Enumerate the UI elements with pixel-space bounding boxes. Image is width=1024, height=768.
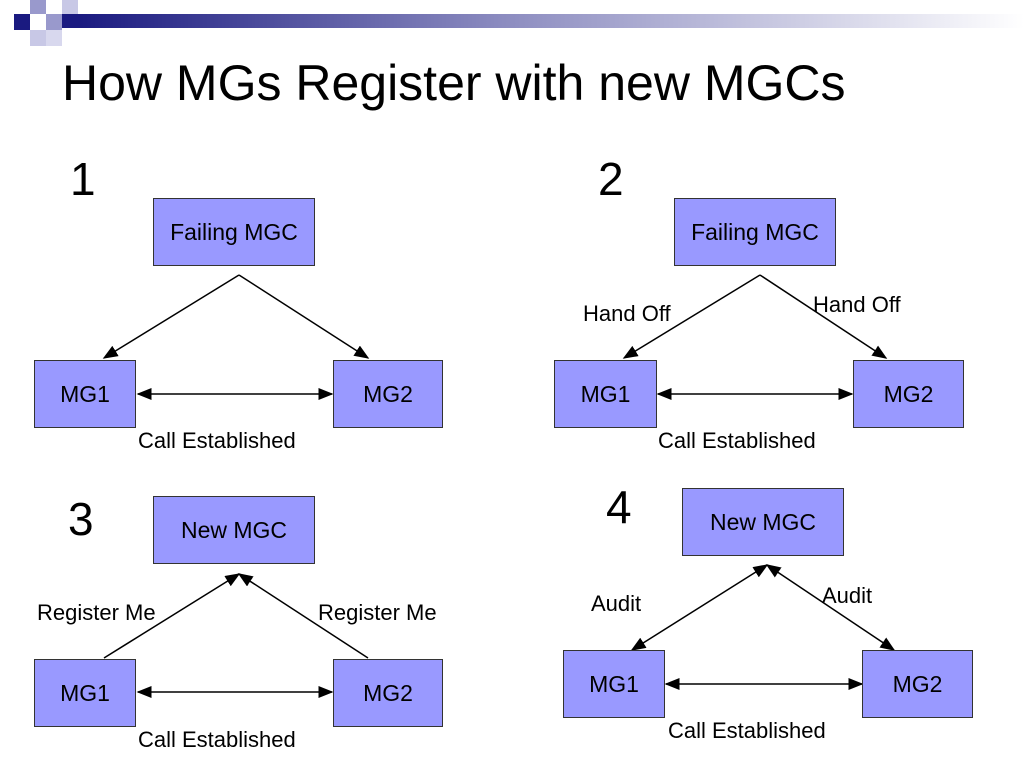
panel-3-controller-node: New MGC — [153, 496, 315, 564]
panel-3-edge-right-label: Register Me — [318, 600, 437, 625]
panel-4-mg2-node: MG2 — [862, 650, 973, 718]
panel-2-edge-left-label: Hand Off — [583, 301, 671, 326]
header-decoration — [14, 0, 1024, 46]
panel-3-mg2-node: MG2 — [333, 659, 443, 727]
panel-2-link-label: Call Established — [658, 428, 816, 453]
panel-3-edge-left-label: Register Me — [37, 600, 156, 625]
panel-4-number: 4 — [606, 481, 632, 533]
panel-1-link-label: Call Established — [138, 428, 296, 453]
panel-1-mg1-node: MG1 — [34, 360, 136, 428]
panel-4-mg1-node: MG1 — [563, 650, 665, 718]
panel-2-mg2-node: MG2 — [853, 360, 964, 428]
panel-4-edge-right-label: Audit — [822, 583, 873, 608]
arrow-p4-mgc-mg1 — [630, 564, 769, 651]
panel-1-mg2-node: MG2 — [333, 360, 443, 428]
panel-3-link-label: Call Established — [138, 727, 296, 752]
panel-1-number: 1 — [70, 153, 96, 205]
arrow-p1-mgc-to-mg2 — [238, 274, 370, 359]
panel-4-controller-node: New MGC — [682, 488, 844, 556]
panel-2-controller-node: Failing MGC — [674, 198, 836, 266]
panel-4-edge-left-label: Audit — [591, 591, 642, 616]
arrow-p1-mgc-to-mg1 — [102, 274, 240, 359]
slide-title: How MGs Register with new MGCs — [62, 55, 846, 111]
panel-1-controller-node: Failing MGC — [153, 198, 315, 266]
panel-2-number: 2 — [598, 153, 624, 205]
panel-3-mg1-node: MG1 — [34, 659, 136, 727]
panel-2-edge-right-label: Hand Off — [813, 292, 901, 317]
panel-2-mg1-node: MG1 — [554, 360, 657, 428]
panel-4-link-label: Call Established — [668, 718, 826, 743]
panel-3-number: 3 — [68, 493, 94, 545]
